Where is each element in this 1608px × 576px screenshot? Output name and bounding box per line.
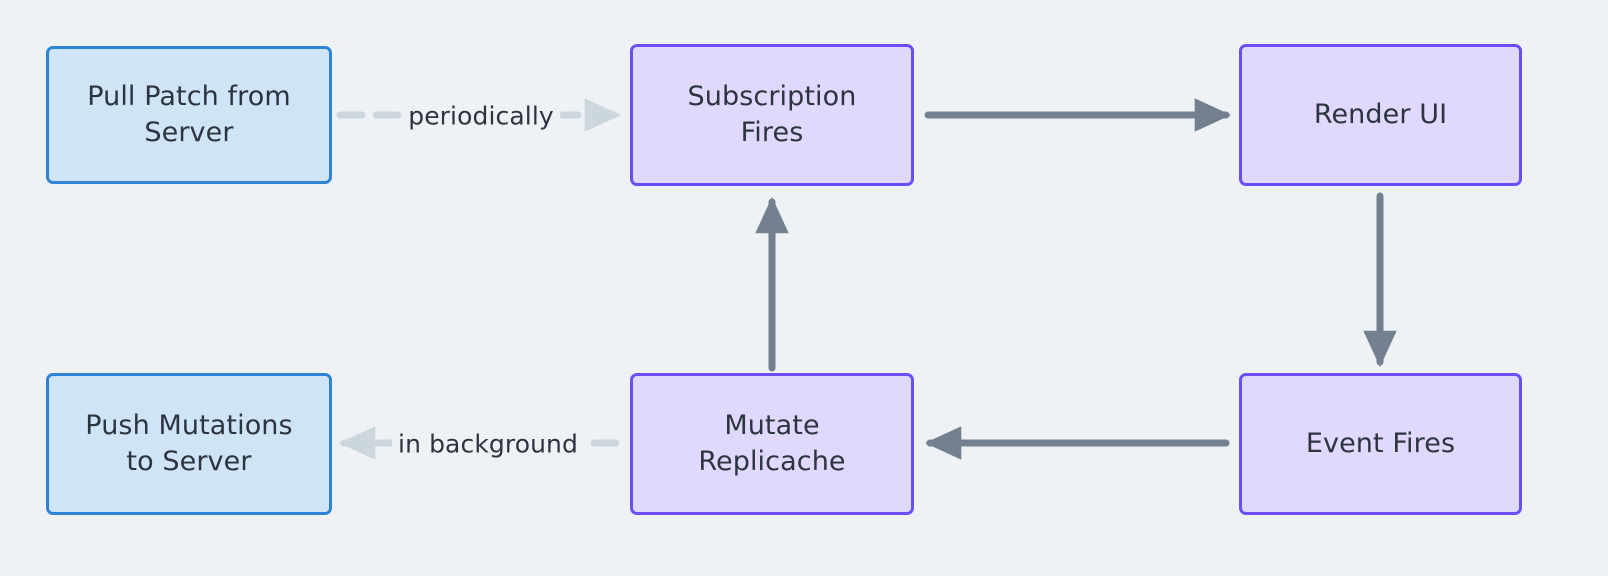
node-event-fires[interactable]: Event Fires [1239,373,1522,515]
node-render-ui[interactable]: Render UI [1239,44,1522,186]
edge-label-in-background: in background [392,429,584,459]
node-render-ui-label: Render UI [1313,99,1448,131]
node-pull-patch-from-server-label: Pull Patch from Server [87,81,291,148]
node-mutate-replicache[interactable]: Mutate Replicache [630,373,914,515]
node-subscription-fires[interactable]: Subscription Fires [630,44,914,186]
node-push-mutations-to-server-label: Push Mutations to Server [85,410,293,477]
edge-label-periodically: periodically [402,101,560,131]
node-mutate-replicache-label: Mutate Replicache [698,410,846,477]
node-pull-patch-from-server[interactable]: Pull Patch from Server [46,46,332,184]
node-subscription-fires-label: Subscription Fires [687,81,857,148]
node-push-mutations-to-server[interactable]: Push Mutations to Server [46,373,332,515]
node-event-fires-label: Event Fires [1305,428,1456,460]
